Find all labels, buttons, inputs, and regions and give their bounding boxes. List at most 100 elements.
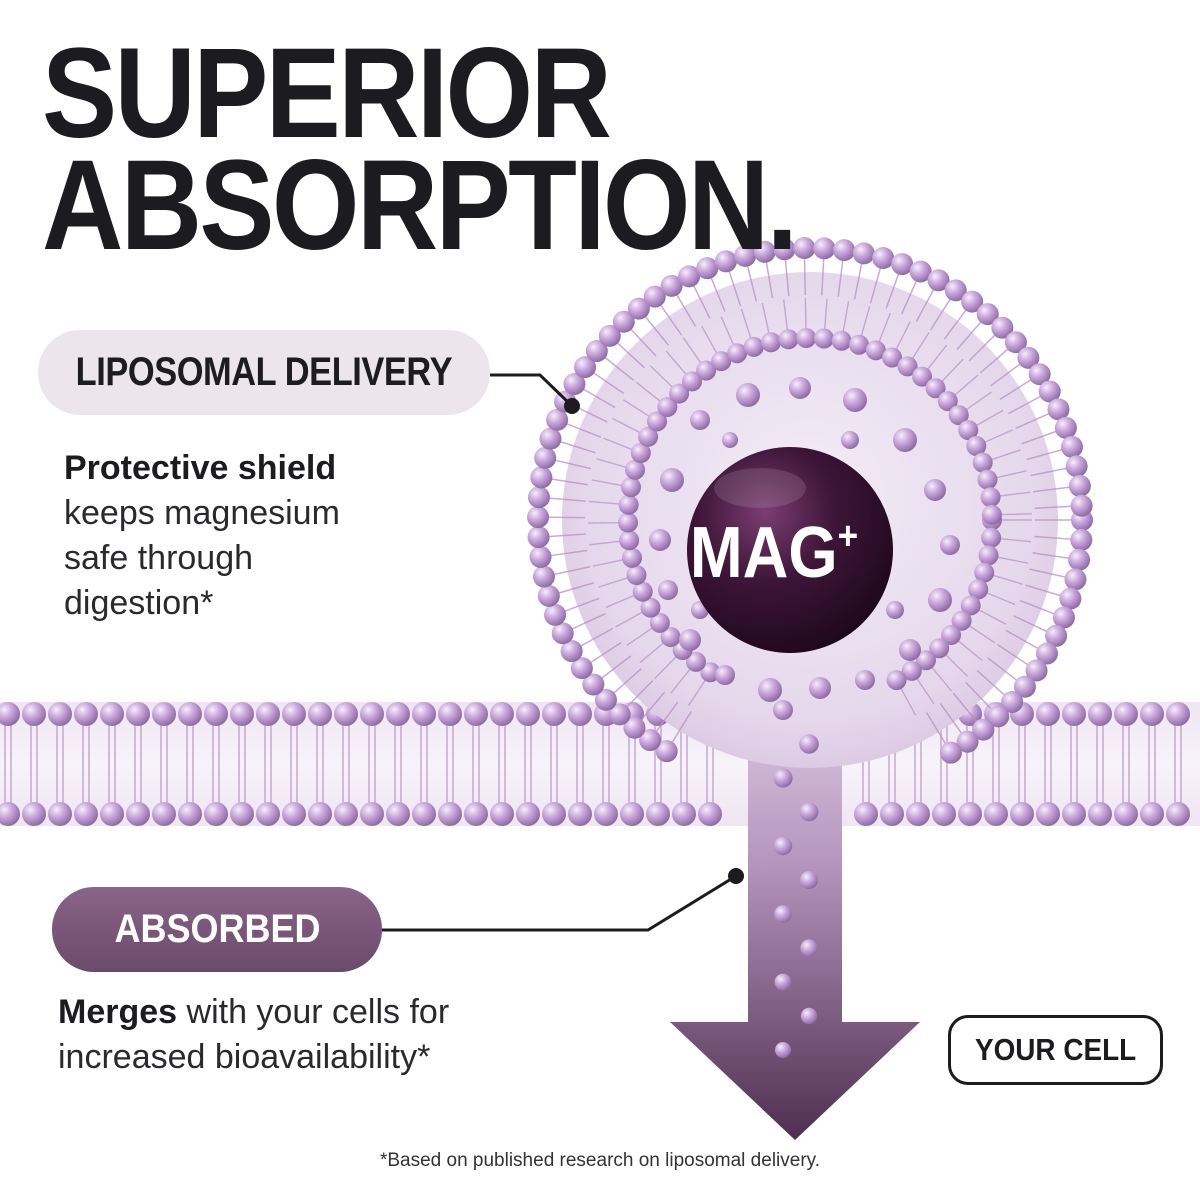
vesicle-head [618, 494, 639, 515]
membrane-head [594, 802, 618, 826]
membrane-head [230, 702, 254, 726]
membrane-head [984, 802, 1008, 826]
membrane-head [22, 802, 46, 826]
vesicle-head [944, 279, 967, 302]
vesicle-tail [591, 479, 624, 487]
vesicle-tail [573, 405, 608, 423]
vesicle-head [1065, 455, 1088, 478]
vesicle-tail [967, 624, 996, 644]
vesicle-head [1059, 587, 1082, 610]
vesicle-head [619, 530, 640, 551]
vesicle-head [909, 260, 932, 283]
vesicle-head [912, 366, 933, 387]
magnesium-bead [800, 1007, 818, 1025]
membrane-head [464, 802, 488, 826]
membrane-head [22, 702, 46, 726]
vesicle-head [711, 351, 732, 372]
vesicle-head [937, 391, 958, 412]
membrane-head [932, 802, 956, 826]
membrane-head [1114, 802, 1138, 826]
vesicle-head [743, 336, 764, 357]
membrane-head [438, 802, 462, 826]
vesicle-tail [659, 304, 683, 336]
vesicle-head [886, 670, 907, 691]
vesicle-tail [996, 643, 1029, 666]
vesicle-tail [999, 378, 1032, 401]
vesicle-tail [564, 597, 600, 613]
membrane-head [412, 702, 436, 726]
vesicle-tail [1021, 430, 1057, 445]
vesicle-head [534, 446, 557, 469]
vesicle-head [773, 238, 796, 261]
vesicle-tail [853, 263, 863, 300]
vesicle-tail [612, 417, 642, 434]
vesicle-tail [623, 399, 651, 418]
membrane-head [360, 702, 384, 726]
vesicle-heads [527, 237, 1093, 764]
membrane-head [48, 702, 72, 726]
vesicle-head [551, 622, 574, 645]
vesicle-head [981, 527, 1002, 548]
vesicle-head [916, 650, 937, 671]
vesicle-tail [596, 458, 628, 469]
vesicle-head [1047, 398, 1070, 421]
magnesium-bead [843, 388, 867, 412]
membrane-head [334, 702, 358, 726]
magnesium-bead [940, 535, 960, 555]
vesicle-head [991, 316, 1014, 339]
vesicle-head [532, 565, 555, 588]
membrane-head [334, 802, 358, 826]
core-highlight [714, 468, 806, 508]
vesicle-tail [1032, 552, 1070, 560]
vesicle-tail [915, 677, 935, 705]
membrane-head [1010, 802, 1034, 826]
membrane-head [1140, 802, 1164, 826]
vesicle-tail [987, 657, 1018, 682]
vesicle-head [948, 405, 969, 426]
vesicle-head [582, 673, 605, 696]
vesicle-tail [553, 566, 591, 576]
vesicle-head [734, 244, 757, 267]
vesicle-head [669, 383, 690, 404]
vesicle-head [813, 328, 834, 349]
vesicle-head [627, 297, 650, 320]
magnesium-bead [722, 432, 738, 448]
vesicle-tail [728, 270, 742, 307]
vesicle-head [852, 242, 875, 265]
vesicle-tail [589, 540, 622, 546]
vesicle-head [1052, 606, 1075, 629]
connector-liposomal [490, 373, 574, 408]
vesicle-tail [1015, 412, 1050, 430]
vesicle-tail [878, 312, 891, 344]
vesicle-tail [720, 316, 735, 347]
membrane-head [1088, 702, 1112, 726]
vesicle-head [608, 703, 631, 726]
vesicle-tail [548, 497, 586, 502]
magnesium-bead [736, 383, 760, 407]
membrane-head [74, 802, 98, 826]
headline-line-2: ABSORPTION. [42, 134, 798, 277]
vesicle-tail [930, 665, 953, 692]
vesicle-head [537, 584, 560, 607]
membrane-head [516, 802, 540, 826]
membrane-head [204, 702, 228, 726]
vesicle-head [685, 651, 706, 672]
vesicle-head [848, 334, 869, 355]
core-label: MAG+ [690, 513, 858, 593]
vesicle-head [621, 547, 642, 568]
vesicle-head [941, 625, 962, 646]
vesicle-head [778, 329, 799, 350]
magnesium-bead [773, 836, 793, 856]
vesicle-tail [639, 641, 665, 664]
membrane-head [100, 702, 124, 726]
vesicle-head [1070, 494, 1093, 517]
vesicle-tail [682, 337, 703, 365]
vesicle-tail [1013, 615, 1048, 633]
vesicle-tail [985, 591, 1016, 606]
vesicle-head [925, 378, 946, 399]
vesicle-head [574, 356, 597, 379]
membrane-head [386, 702, 410, 726]
magnesium-bead [893, 428, 917, 452]
membrane-head [1036, 802, 1060, 826]
